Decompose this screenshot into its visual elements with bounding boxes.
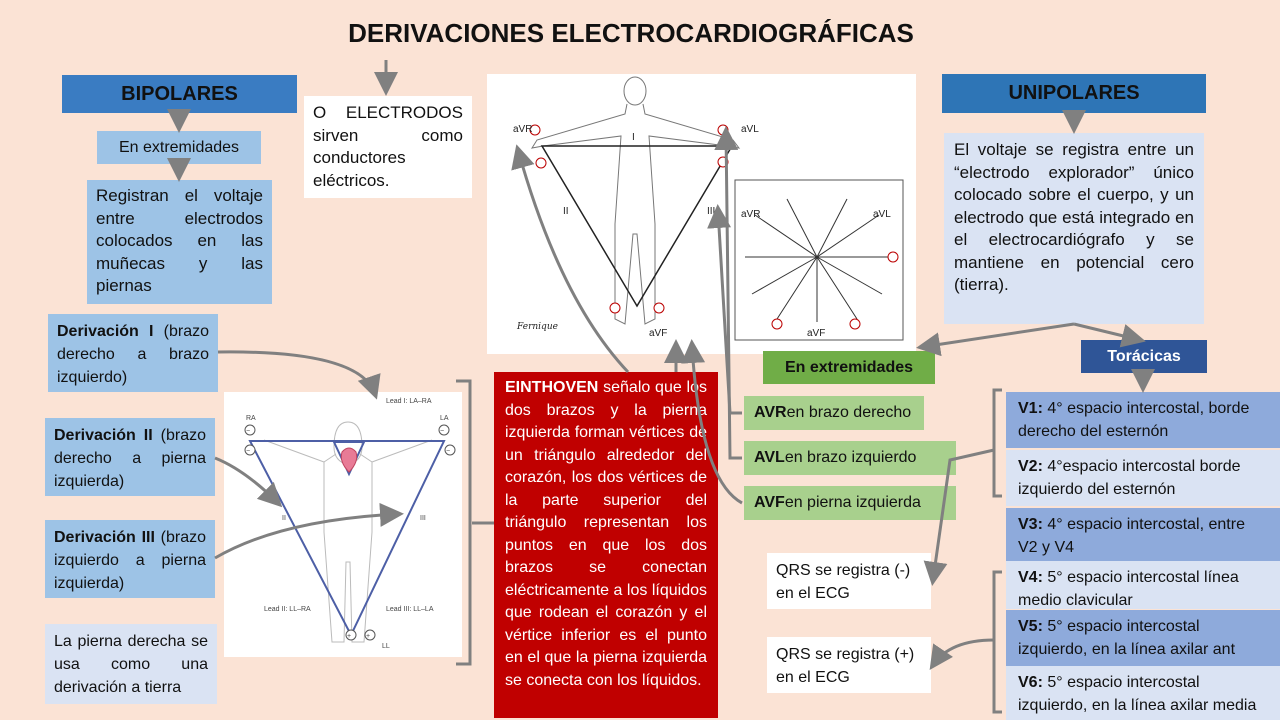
derivacion-2-name: Derivación II xyxy=(54,427,153,444)
inset-avl-label: aVL xyxy=(873,209,891,220)
tierra-note: La pierna derecha se usa como una deriva… xyxy=(45,624,217,704)
avf-label: aVF xyxy=(649,328,667,339)
derivacion-2: Derivación II (brazo derecho a pierna iz… xyxy=(45,418,215,496)
arrow-to-toracicas xyxy=(1073,322,1146,348)
v3-box: V3: 4° espacio intercostal, entre V2 y V… xyxy=(1006,508,1280,564)
v6-name: V6: xyxy=(1018,674,1043,691)
toracicas-header: Torácicas xyxy=(1081,340,1207,373)
brace-v1-v2 xyxy=(992,388,1002,498)
einthoven-name: EINTHOVEN xyxy=(505,379,599,396)
arrow-deriv1 xyxy=(217,350,381,400)
v4-name: V4: xyxy=(1018,569,1043,586)
signature: Fernique xyxy=(516,322,558,332)
bipolares-desc: Registran el voltaje entre electrodos co… xyxy=(87,180,272,304)
qrs-positive: QRS se registra (+) en el ECG xyxy=(767,637,931,693)
v1-box: V1: 4° espacio intercostal, borde derech… xyxy=(1006,392,1280,448)
lead1-label: Lead I: LA–RA xyxy=(386,398,432,405)
derivacion-1-desc: (brazo derecho a brazo izquierdo) xyxy=(57,323,209,386)
bipolares-sub: En extremidades xyxy=(97,131,261,164)
lead2-label: Lead II: LL–RA xyxy=(264,606,311,613)
svg-text:−: − xyxy=(446,448,450,455)
inset-avr-label: aVR xyxy=(741,209,760,220)
v4-box: V4: 5° espacio intercostal línea medio c… xyxy=(1006,561,1280,609)
arrow-v-qrs-pos xyxy=(929,638,995,670)
unipolares-header: UNIPOLARES xyxy=(942,74,1206,113)
einthoven-text: señalo que los dos brazos y la pierna iz… xyxy=(505,379,707,689)
svg-text:−: − xyxy=(440,428,444,435)
svg-text:+: + xyxy=(347,633,351,640)
derivacion-1-name: Derivación I xyxy=(57,323,154,340)
unipolar-figure: aVR aVL aVF I II III Fernique aVR aVL aV… xyxy=(487,74,916,354)
derivacion-2-desc: (brazo derecho a pierna izquierda) xyxy=(54,427,206,490)
derivacion-3-name: Derivación III xyxy=(54,529,155,546)
avl-box: AVL en brazo izquierdo xyxy=(744,441,956,475)
ra-label: RA xyxy=(246,415,256,422)
extremidades-header: En extremidades xyxy=(763,351,935,384)
v1-name: V1: xyxy=(1018,400,1043,417)
v5-name: V5: xyxy=(1018,618,1043,635)
iii-label: III xyxy=(420,515,426,522)
avf-name: AVF xyxy=(754,494,785,511)
ii-label-top: II xyxy=(563,206,569,217)
svg-text:−: − xyxy=(246,428,250,435)
v5-box: V5: 5° espacio intercostal izquierdo, en… xyxy=(1006,610,1280,666)
svg-text:−: − xyxy=(246,448,250,455)
einthoven-figure: − − − − + + Lead I: LA–RA Lead II: LL–RA Le… xyxy=(224,392,462,657)
arrow-to-extremidades xyxy=(916,322,1075,357)
ll-label: LL xyxy=(382,643,390,650)
derivacion-1: Derivación I (brazo derecho a brazo izqu… xyxy=(48,314,218,392)
v1-desc: 4° espacio intercostal, borde derecho de… xyxy=(1018,400,1250,440)
avr-label: aVR xyxy=(513,124,532,135)
v2-desc: 4°espacio intercostal borde izquierdo de… xyxy=(1018,458,1241,498)
derivacion-3: Derivación III (brazo izquierdo a pierna… xyxy=(45,520,215,598)
v6-desc: 5° espacio intercostal izquierdo, en la … xyxy=(1018,674,1257,714)
iii-label-top: III xyxy=(707,206,715,217)
qrs-negative: QRS se registra (-) en el ECG xyxy=(767,553,931,609)
derivacion-3-desc: (brazo izquierdo a pierna izquierda) xyxy=(54,529,207,592)
electrodos-note: O ELECTRODOS sirven como conductores elé… xyxy=(304,96,472,198)
avr-desc: en brazo derecho xyxy=(786,404,912,421)
v4-desc: 5° espacio intercostal línea medio clavi… xyxy=(1018,569,1239,609)
v5-desc: 5° espacio intercostal izquierdo, en la … xyxy=(1018,618,1236,658)
avl-name: AVL xyxy=(754,449,785,466)
ii-label: II xyxy=(282,515,286,522)
i-label: I xyxy=(632,132,635,143)
brace-v4-v6 xyxy=(992,570,1002,714)
avl-label: aVL xyxy=(741,124,759,135)
lead3-label: Lead III: LL–LA xyxy=(386,606,434,613)
avl-desc: en brazo izquierdo xyxy=(784,449,917,466)
v2-box: V2: 4°espacio intercostal borde izquierd… xyxy=(1006,450,1280,506)
avr-name: AVR xyxy=(754,404,787,421)
bipolares-header: BIPOLARES xyxy=(62,75,297,113)
v2-name: V2: xyxy=(1018,458,1043,475)
v6-box: V6: 5° espacio intercostal izquierdo, en… xyxy=(1006,666,1280,720)
avf-desc: en pierna izquierda xyxy=(784,494,921,511)
unipolares-desc: El voltaje se registra entre un “electro… xyxy=(944,133,1204,324)
svg-text:+: + xyxy=(366,633,370,640)
v3-name: V3: xyxy=(1018,516,1043,533)
einthoven-box: EINTHOVEN señalo que los dos brazos y la… xyxy=(494,372,718,718)
v3-desc: 4° espacio intercostal, entre V2 y V4 xyxy=(1018,516,1245,556)
avr-box: AVR en brazo derecho xyxy=(744,396,924,430)
page-title: DERIVACIONES ELECTROCARDIOGRÁFICAS xyxy=(348,18,914,48)
la-label: LA xyxy=(440,415,449,422)
inset-avf-label: aVF xyxy=(807,328,825,339)
avf-box: AVF en pierna izquierda xyxy=(744,486,956,520)
